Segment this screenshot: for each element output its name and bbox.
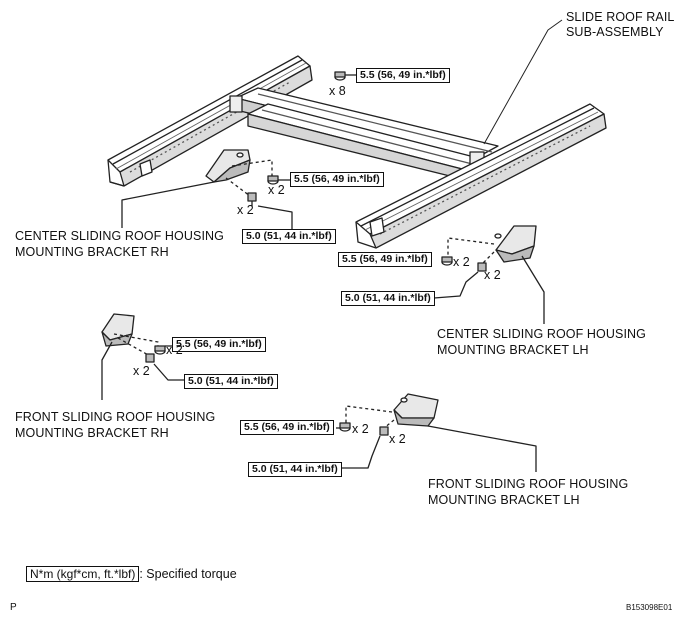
label-front-lh-2: MOUNTING BRACKET LH	[428, 493, 580, 507]
figure-code: B153098E01	[626, 603, 673, 612]
nut-top	[334, 71, 356, 81]
label-slide-rail-1: SLIDE ROOF RAIL	[566, 10, 675, 24]
torque-center-lh-nut: 5.5 (56, 49 in.*lbf)	[338, 252, 432, 267]
torque-front-rh-bolt: 5.0 (51, 44 in.*lbf)	[184, 374, 278, 389]
label-center-lh-2: MOUNTING BRACKET LH	[437, 343, 589, 357]
label-slide-rail-2: SUB-ASSEMBLY	[566, 25, 664, 39]
torque-front-lh-nut: 5.5 (56, 49 in.*lbf)	[240, 420, 334, 435]
label-center-rh-2: MOUNTING BRACKET RH	[15, 245, 169, 259]
right-rail	[355, 103, 607, 249]
front-lh-bracket	[336, 393, 537, 472]
qty-front-lh-nut: x 2	[352, 422, 369, 436]
label-front-lh-1: FRONT SLIDING ROOF HOUSING	[428, 477, 629, 491]
torque-front-rh-nut: 5.5 (56, 49 in.*lbf)	[172, 337, 266, 352]
qty-center-lh-nut: x 2	[453, 255, 470, 269]
qty-front-rh-nut: x 2	[166, 343, 183, 357]
label-center-rh-1: CENTER SLIDING ROOF HOUSING	[15, 229, 224, 243]
front-rh-bracket	[101, 313, 184, 400]
torque-top-nut: 5.5 (56, 49 in.*lbf)	[356, 68, 450, 83]
torque-legend: N*m (kgf*cm, ft.*lbf): Specified torque	[26, 566, 237, 582]
torque-center-lh-bolt: 5.0 (51, 44 in.*lbf)	[341, 291, 435, 306]
center-lh-bracket	[433, 225, 545, 324]
legend-unit-box: N*m (kgf*cm, ft.*lbf)	[26, 566, 140, 582]
label-front-rh-2: MOUNTING BRACKET RH	[15, 426, 169, 440]
qty-center-lh-bolt: x 2	[484, 268, 501, 282]
cross-members	[229, 87, 499, 181]
qty-front-lh-bolt: x 2	[389, 432, 406, 446]
label-center-lh-1: CENTER SLIDING ROOF HOUSING	[437, 327, 646, 341]
torque-center-rh-nut: 5.5 (56, 49 in.*lbf)	[290, 172, 384, 187]
torque-front-lh-bolt: 5.0 (51, 44 in.*lbf)	[248, 462, 342, 477]
center-rh-bracket	[121, 149, 300, 237]
qty-center-rh-bolt: x 2	[237, 203, 254, 217]
label-front-rh-1: FRONT SLIDING ROOF HOUSING	[15, 410, 216, 424]
qty-top-nut: x 8	[329, 84, 346, 98]
torque-center-rh-bolt: 5.0 (51, 44 in.*lbf)	[242, 229, 336, 244]
footer-mark: P	[10, 602, 17, 613]
legend-text: : Specified torque	[139, 567, 237, 581]
qty-center-rh-nut: x 2	[268, 183, 285, 197]
qty-front-rh-bolt: x 2	[133, 364, 150, 378]
